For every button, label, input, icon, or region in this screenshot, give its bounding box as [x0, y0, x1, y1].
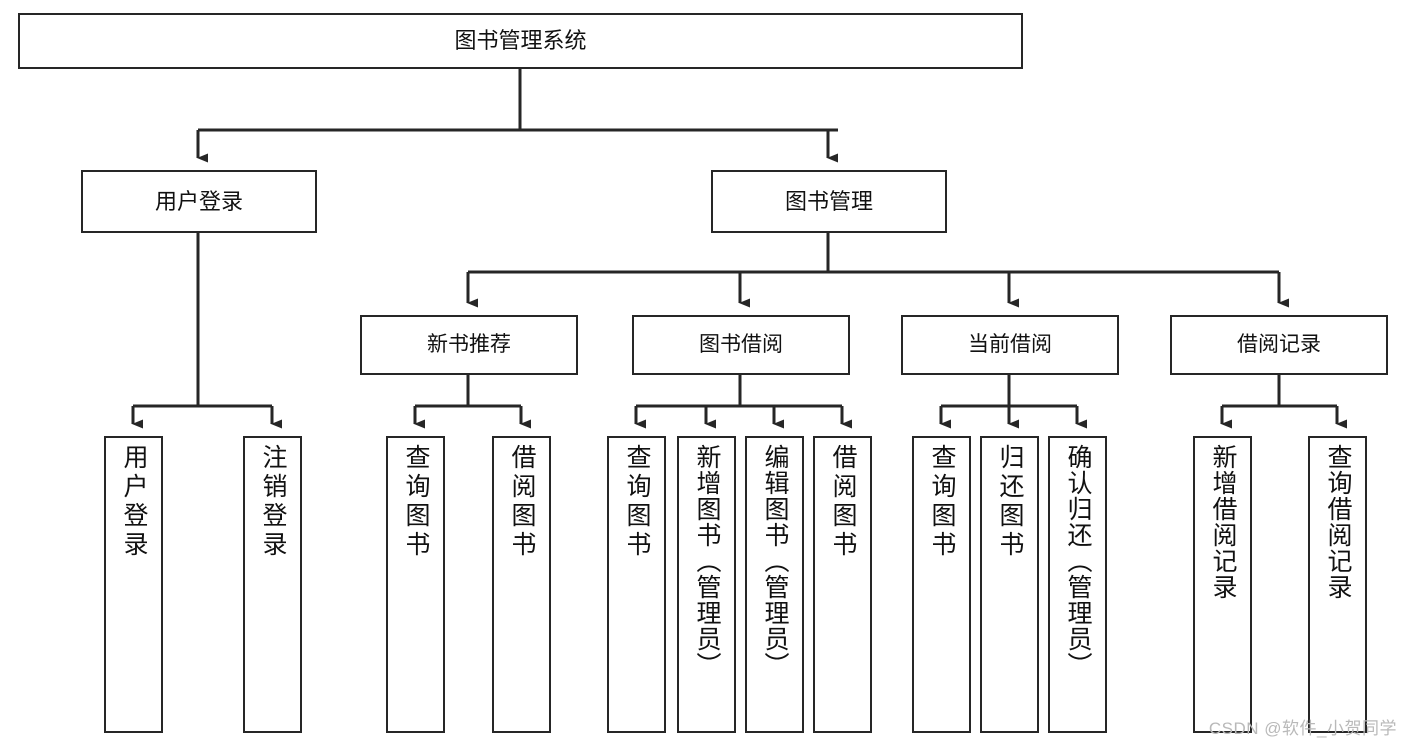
leaf-borrow-book-recommend[interactable]: 借阅图书: [492, 436, 551, 733]
leaf-query-borrow-record[interactable]: 查询借阅记录: [1308, 436, 1367, 733]
leaf-query-book[interactable]: 查询图书: [607, 436, 666, 733]
node-label: 编辑图书（管理员）: [761, 444, 789, 678]
node-label: 确认归还（管理员）: [1064, 444, 1092, 678]
node-new-book-recommend[interactable]: 新书推荐: [360, 315, 578, 375]
leaf-add-book-admin[interactable]: 新增图书（管理员）: [677, 436, 736, 733]
node-label: 图书管理: [784, 188, 873, 214]
node-label: 用户登录: [154, 188, 243, 214]
node-label: 查询图书: [928, 444, 956, 560]
node-label: 图书管理系统: [454, 28, 587, 54]
node-label: 借阅图书: [829, 444, 857, 560]
node-label: 查询借阅记录: [1324, 444, 1352, 600]
node-label: 查询图书: [623, 444, 651, 560]
leaf-query-book-current[interactable]: 查询图书: [912, 436, 971, 733]
leaf-borrow-book[interactable]: 借阅图书: [813, 436, 872, 733]
leaf-user-login[interactable]: 用户登录: [104, 436, 163, 733]
node-book-borrow[interactable]: 图书借阅: [632, 315, 850, 375]
node-label: 用户登录: [120, 444, 148, 560]
node-label: 借阅图书: [508, 444, 536, 560]
leaf-edit-book-admin[interactable]: 编辑图书（管理员）: [745, 436, 804, 733]
node-label: 借阅记录: [1237, 332, 1321, 356]
node-label: 新书推荐: [427, 332, 511, 356]
node-book-management-system[interactable]: 图书管理系统: [18, 13, 1023, 69]
leaf-return-book[interactable]: 归还图书: [980, 436, 1039, 733]
node-label: 注销登录: [259, 444, 287, 560]
node-label: 当前借阅: [968, 332, 1052, 356]
node-label: 新增图书（管理员）: [693, 444, 721, 678]
leaf-logout[interactable]: 注销登录: [243, 436, 302, 733]
node-label: 归还图书: [996, 444, 1024, 560]
leaf-add-borrow-record[interactable]: 新增借阅记录: [1193, 436, 1252, 733]
node-book-management[interactable]: 图书管理: [711, 170, 947, 233]
node-label: 新增借阅记录: [1209, 444, 1237, 600]
node-current-borrow[interactable]: 当前借阅: [901, 315, 1119, 375]
node-label: 图书借阅: [699, 332, 783, 356]
leaf-confirm-return-admin[interactable]: 确认归还（管理员）: [1048, 436, 1107, 733]
watermark: CSDN @软件_小贺同学: [1208, 719, 1397, 738]
node-borrow-record[interactable]: 借阅记录: [1170, 315, 1388, 375]
node-label: 查询图书: [402, 444, 430, 560]
node-user-login[interactable]: 用户登录: [81, 170, 317, 233]
leaf-query-book-recommend[interactable]: 查询图书: [386, 436, 445, 733]
